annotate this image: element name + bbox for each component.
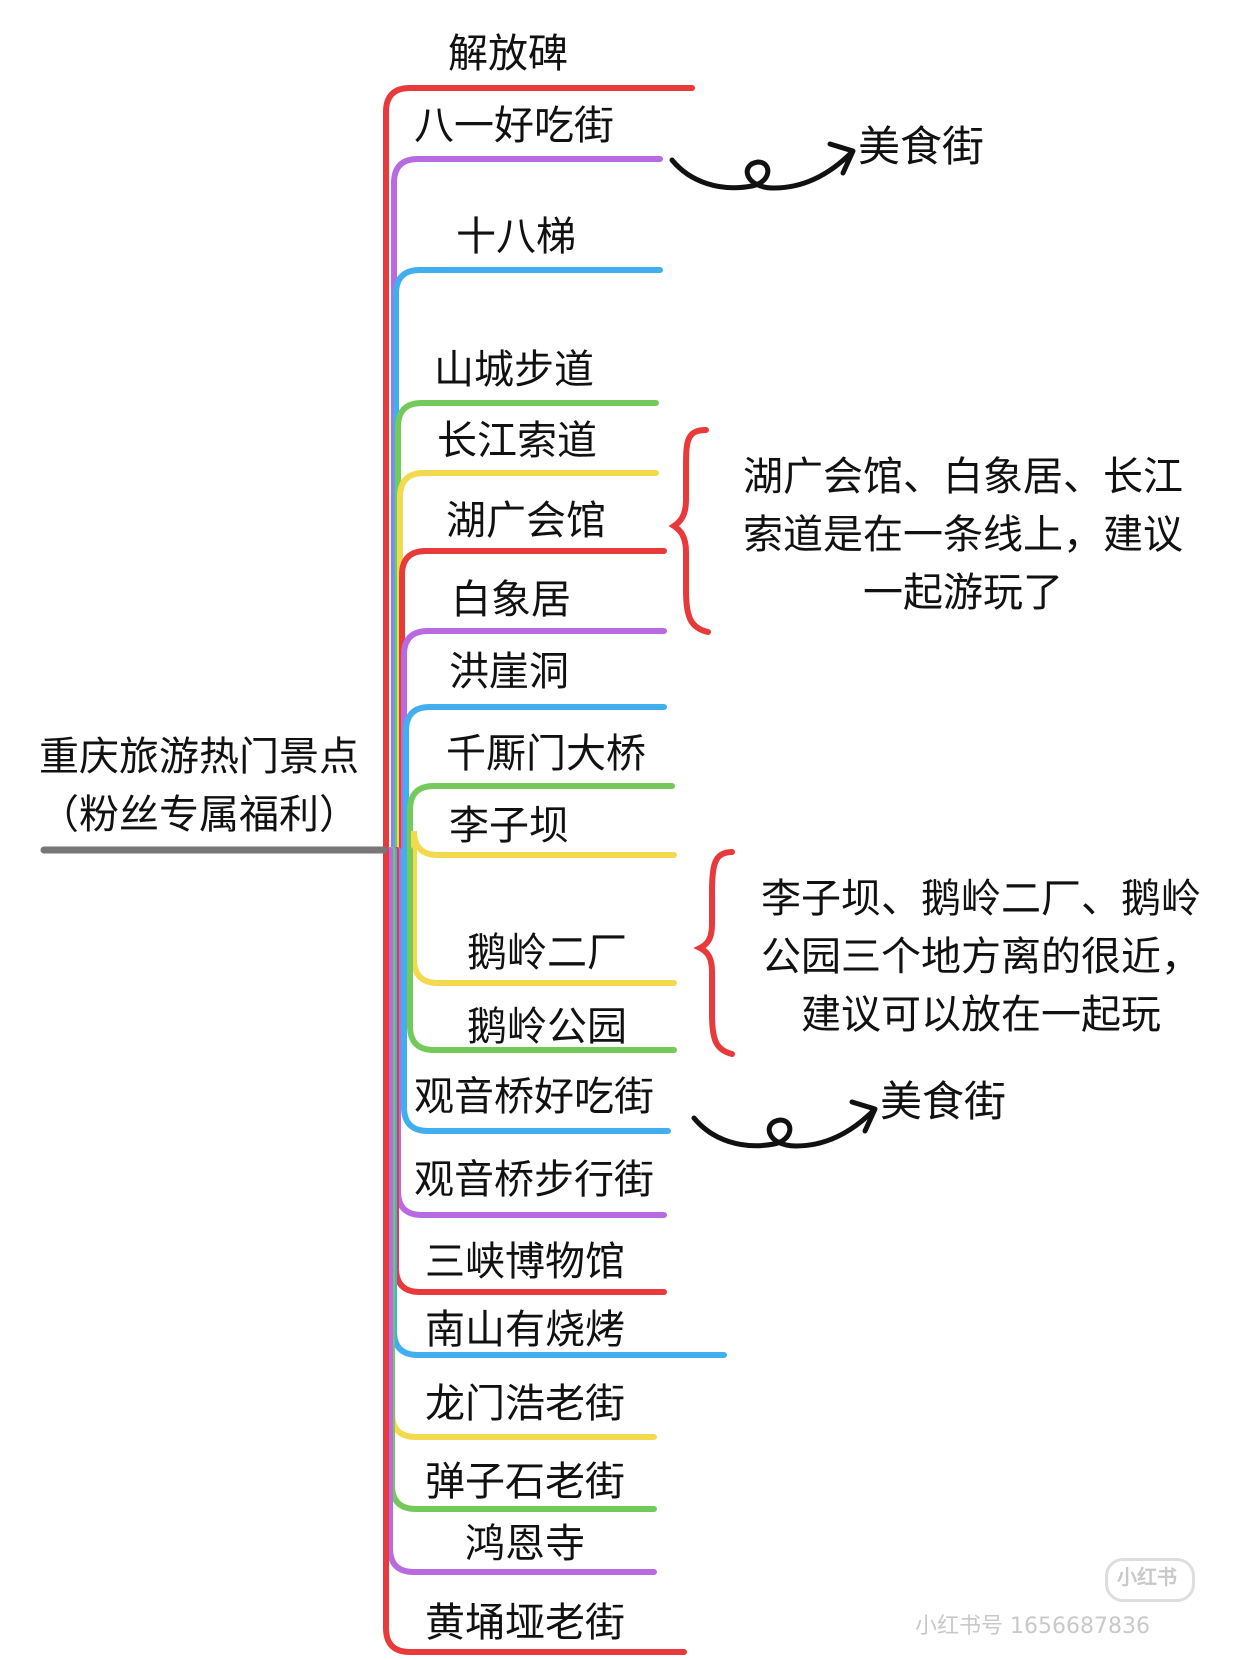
food-arrow-1 [669,149,855,191]
watermark-id: 小红书号 1656687836 [915,1614,1150,1639]
root-title: 重庆旅游热门景点 [39,734,359,780]
spot-label: 长江索道 [437,418,597,464]
spot-label: 白象居 [451,577,571,623]
spot-label: 龙门浩老街 [425,1381,625,1427]
food-street-tag: 美食街 [880,1077,1007,1126]
food-arrow-2-head [849,1099,878,1134]
branch-line [383,847,687,1655]
spot-label: 观音桥好吃街 [414,1074,654,1120]
branch-line [411,830,677,858]
food-arrow-2 [691,1107,877,1149]
note-line: 索道是在一条线上，建议 [743,512,1183,558]
spot-label: 山城步道 [434,347,594,393]
branch-line [407,783,675,853]
branch-line [391,156,663,853]
spot-label: 黄埇垭老街 [425,1600,625,1646]
branch-line [407,847,677,1053]
spot-label: 千厮门大桥 [446,731,646,777]
spot-label: 湖广会馆 [446,498,606,544]
spot-label: 南山有烧烤 [425,1307,625,1353]
note-group-1: 湖广会馆、白象居、长江 索道是在一条线上，建议 一起游玩了 [718,448,1208,622]
branch-line [395,400,659,853]
branch-line [383,85,695,853]
note-group-2: 李子坝、鹅岭二厂、鹅岭 公园三个地方离的很近， 建议可以放在一起玩 [736,870,1226,1044]
note-line: 公园三个地方离的很近， [761,934,1201,980]
branch-line [387,847,657,1575]
spot-label: 鸿恩寺 [465,1521,585,1567]
root-subtitle: （粉丝专属福利） [39,792,359,838]
branch-line [397,470,659,853]
spot-label: 洪崖洞 [449,649,569,695]
spot-label: 三峡博物馆 [425,1239,625,1285]
spot-label: 观音桥步行街 [414,1157,654,1203]
note-bracket-1 [668,427,711,635]
branch-line [399,548,667,853]
note-bracket-2 [693,849,735,1057]
note-line: 湖广会馆、白象居、长江 [743,454,1183,500]
spot-label: 弹子石老街 [425,1459,625,1505]
branch-line [403,704,667,853]
root-node: 重庆旅游热门景点 （粉丝专属福利） [24,728,374,844]
branch-line [393,267,663,853]
spot-label: 李子坝 [449,803,569,849]
food-street-tag: 美食街 [858,122,985,171]
spot-label: 鹅岭公园 [467,1004,627,1050]
branch-line [393,847,667,1295]
branch-line [401,628,667,853]
note-line: 建议可以放在一起玩 [801,992,1161,1038]
spot-label: 十八梯 [456,214,576,260]
food-arrow-1-head [827,141,856,176]
spot-label: 鹅岭二厂 [467,930,627,976]
spot-label: 八一好吃街 [414,103,614,149]
note-line: 一起游玩了 [863,570,1063,616]
branch-line [411,847,677,986]
watermark-logo-text: 小红书 [1117,1565,1177,1589]
branch-line [401,847,671,1134]
note-line: 李子坝、鹅岭二厂、鹅岭 [761,876,1201,922]
spot-label: 解放碑 [448,31,568,77]
watermark-logo [1105,1558,1195,1602]
